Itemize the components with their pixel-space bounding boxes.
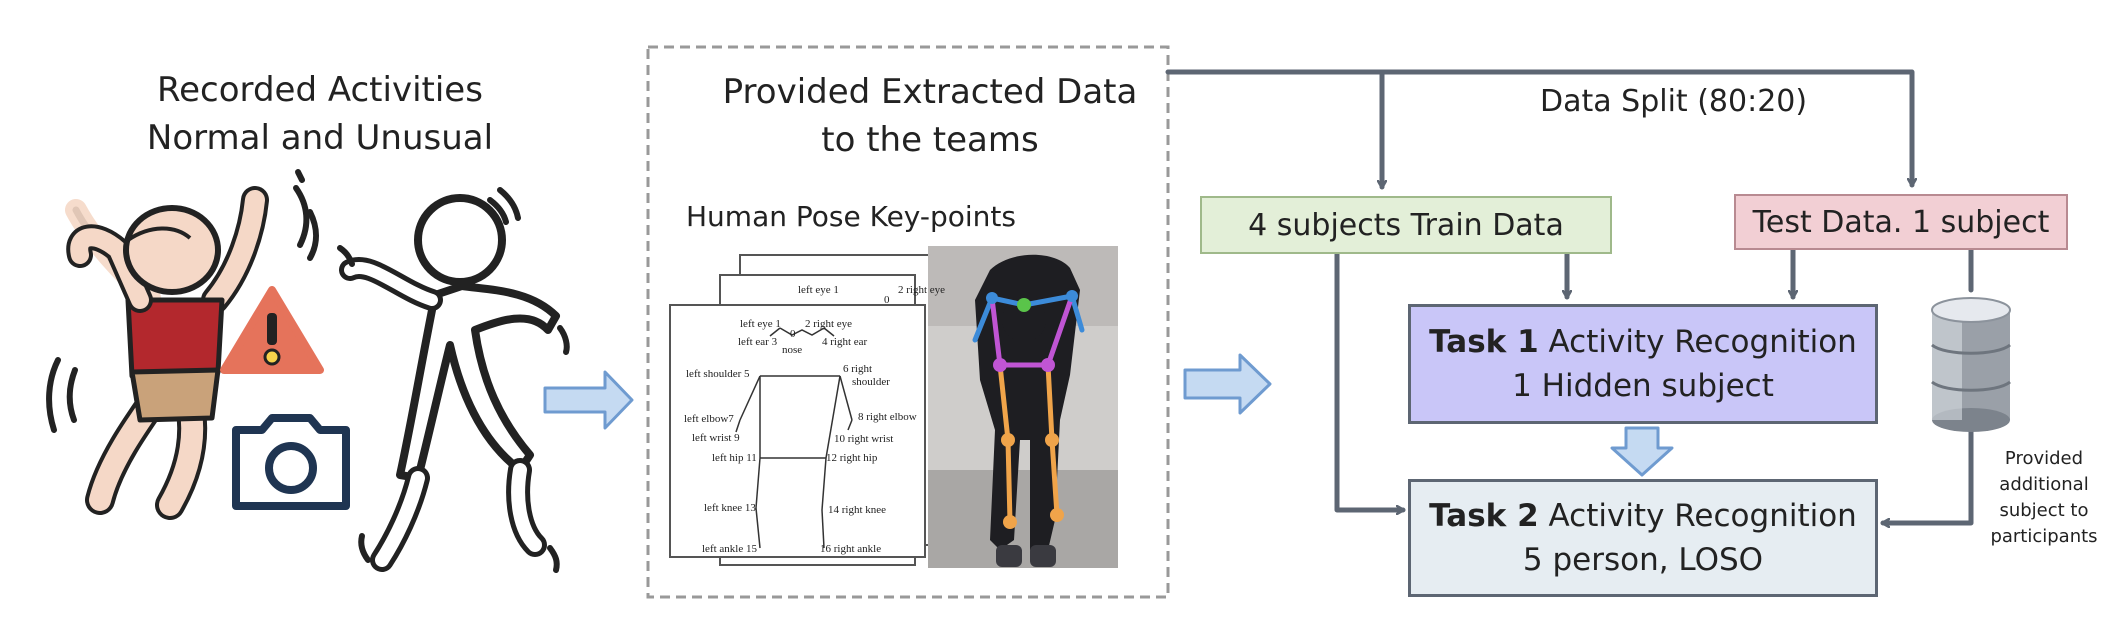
kp-left-wrist: left wrist 9 (692, 432, 740, 444)
falling-person-icon (65, 186, 269, 520)
kp-left-knee: left knee 13 (704, 502, 756, 514)
pose-subtitle: Human Pose Key-points (686, 200, 1016, 233)
kp-right-ear: 4 right ear (822, 336, 868, 348)
kp-right-eye: 2 right eye (805, 318, 853, 330)
kp-right-knee: 14 right knee (828, 504, 887, 516)
task2-box: Task 2 Activity Recognition 5 person, LO… (1408, 479, 1878, 597)
task1-to-task2-arrow (1610, 426, 1674, 477)
kp-left-eye: left eye 1 (740, 318, 781, 330)
kp-zero: 0 (790, 328, 796, 340)
middle-title-line1: Provided Extracted Data (722, 72, 1138, 112)
connectors (1165, 69, 1974, 523)
left-title-line1: Recorded Activities (157, 70, 483, 110)
kp-left-ankle: left ankle 15 (702, 543, 757, 555)
data-split-label: Data Split (80:20) (1540, 84, 1808, 119)
task1-line1: Task 1 Activity Recognition (1429, 320, 1857, 364)
task1-line2: 1 Hidden subject (1512, 368, 1774, 404)
task2-line1: Task 2 Activity Recognition (1429, 494, 1857, 538)
kp-right-elbow: 8 right elbow (858, 411, 917, 423)
kp-left-elbow: left elbow7 (684, 413, 734, 425)
train-data-label: 4 subjects Train Data (1248, 207, 1564, 243)
flow-arrow-2 (1183, 353, 1272, 415)
note-line3: subject to (1999, 500, 2089, 521)
kp-right-shoulder-a: 6 right (843, 363, 873, 375)
pose-overlay (972, 293, 1085, 525)
pose-joints (986, 290, 1078, 529)
warning-icon (220, 286, 324, 374)
task2-bold: Task 2 (1429, 498, 1539, 534)
kp-back-left-eye: left eye 1 (798, 284, 839, 296)
pose-photo (928, 246, 1118, 568)
kp-back-zero: 0 (884, 294, 890, 306)
task2-line2: 5 person, LOSO (1522, 542, 1764, 578)
extracted-data-panel (646, 45, 1170, 599)
task1-bold: Task 1 (1429, 324, 1539, 360)
middle-title-line2: to the teams (821, 120, 1039, 160)
kp-right-ankle: 16 right ankle (820, 543, 882, 555)
note-line2: additional (1999, 474, 2089, 495)
flow-arrow-1 (543, 370, 634, 430)
camera-icon (232, 414, 350, 510)
task2-rest: Activity Recognition (1538, 498, 1857, 534)
kp-left-hip: left hip 11 (712, 452, 757, 464)
skeleton-diagram (735, 327, 853, 549)
kp-right-wrist: 10 right wrist (834, 433, 894, 445)
kp-right-shoulder-b: shoulder (852, 376, 890, 388)
train-data-box: 4 subjects Train Data (1200, 196, 1612, 254)
database-icon (1931, 297, 2011, 432)
motion-lines-icon (46, 169, 319, 433)
task1-rest: Activity Recognition (1538, 324, 1857, 360)
left-title-line2: Normal and Unusual (146, 118, 494, 158)
task1-box: Task 1 Activity Recognition 1 Hidden sub… (1408, 304, 1878, 424)
kp-right-hip: 12 right hip (826, 452, 878, 464)
kp-nose: nose (782, 344, 803, 356)
kp-back-right-eye: 2 right eye (898, 284, 946, 296)
test-data-box: Test Data. 1 subject (1734, 194, 2068, 250)
keypoint-sheet-front (669, 304, 926, 558)
note-line1: Provided (2004, 448, 2084, 469)
test-data-label: Test Data. 1 subject (1752, 204, 2050, 240)
kp-left-shoulder: left shoulder 5 (686, 368, 750, 380)
kp-left-ear: left ear 3 (738, 336, 778, 348)
dancing-person-icon (337, 187, 570, 573)
note-line4: participants (1990, 526, 2098, 547)
